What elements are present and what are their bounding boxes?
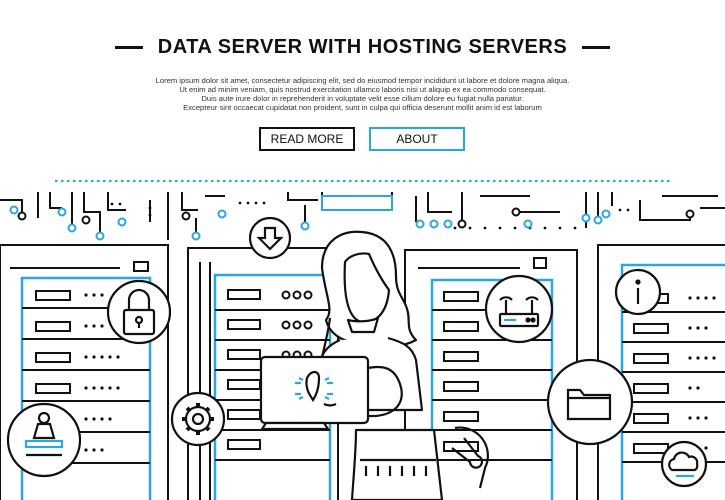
trace-dots	[110, 201, 630, 230]
woman-arm	[367, 365, 403, 418]
rack-leds-left	[84, 293, 120, 452]
cloud-icon	[660, 440, 708, 488]
black-nodes	[17, 207, 695, 229]
info-icon	[614, 268, 662, 316]
description-line: Ut enim ad minim veniam, quis nostrud ex…	[179, 85, 546, 94]
padlock-icon	[106, 279, 172, 345]
woman-figure	[312, 230, 444, 500]
download-arrow-icon	[248, 216, 292, 260]
page-title: DATA SERVER WITH HOSTING SERVERS	[157, 36, 568, 58]
read-more-button[interactable]: READ MORE	[259, 127, 355, 151]
blue-nodes	[9, 205, 611, 241]
folder-icon	[546, 358, 634, 446]
chip-outline	[321, 195, 393, 211]
description-line: Duis aute irure dolor in reprehenderit i…	[201, 94, 524, 103]
header-section: DATA SERVER WITH HOSTING SERVERS Lorem i…	[0, 0, 725, 170]
rack-panel	[20, 276, 152, 500]
description-line: Lorem ipsum dolor sit amet, consectetur …	[155, 76, 570, 85]
server-rack-left	[0, 244, 169, 500]
description-line: Excepteur sint occaecat cupidatat non pr…	[183, 103, 542, 112]
description-text: Lorem ipsum dolor sit amet, consectetur …	[60, 76, 665, 112]
title-row: DATA SERVER WITH HOSTING SERVERS	[0, 36, 725, 59]
about-button[interactable]: ABOUT	[369, 127, 465, 151]
user-icon	[6, 402, 82, 478]
title-dash-right	[581, 46, 610, 49]
server-illustration	[0, 179, 725, 500]
router-icon	[484, 274, 554, 344]
gear-icon	[170, 391, 226, 447]
title-dash-left	[115, 46, 144, 49]
wrench-icon	[451, 426, 490, 489]
laptop	[259, 355, 370, 431]
